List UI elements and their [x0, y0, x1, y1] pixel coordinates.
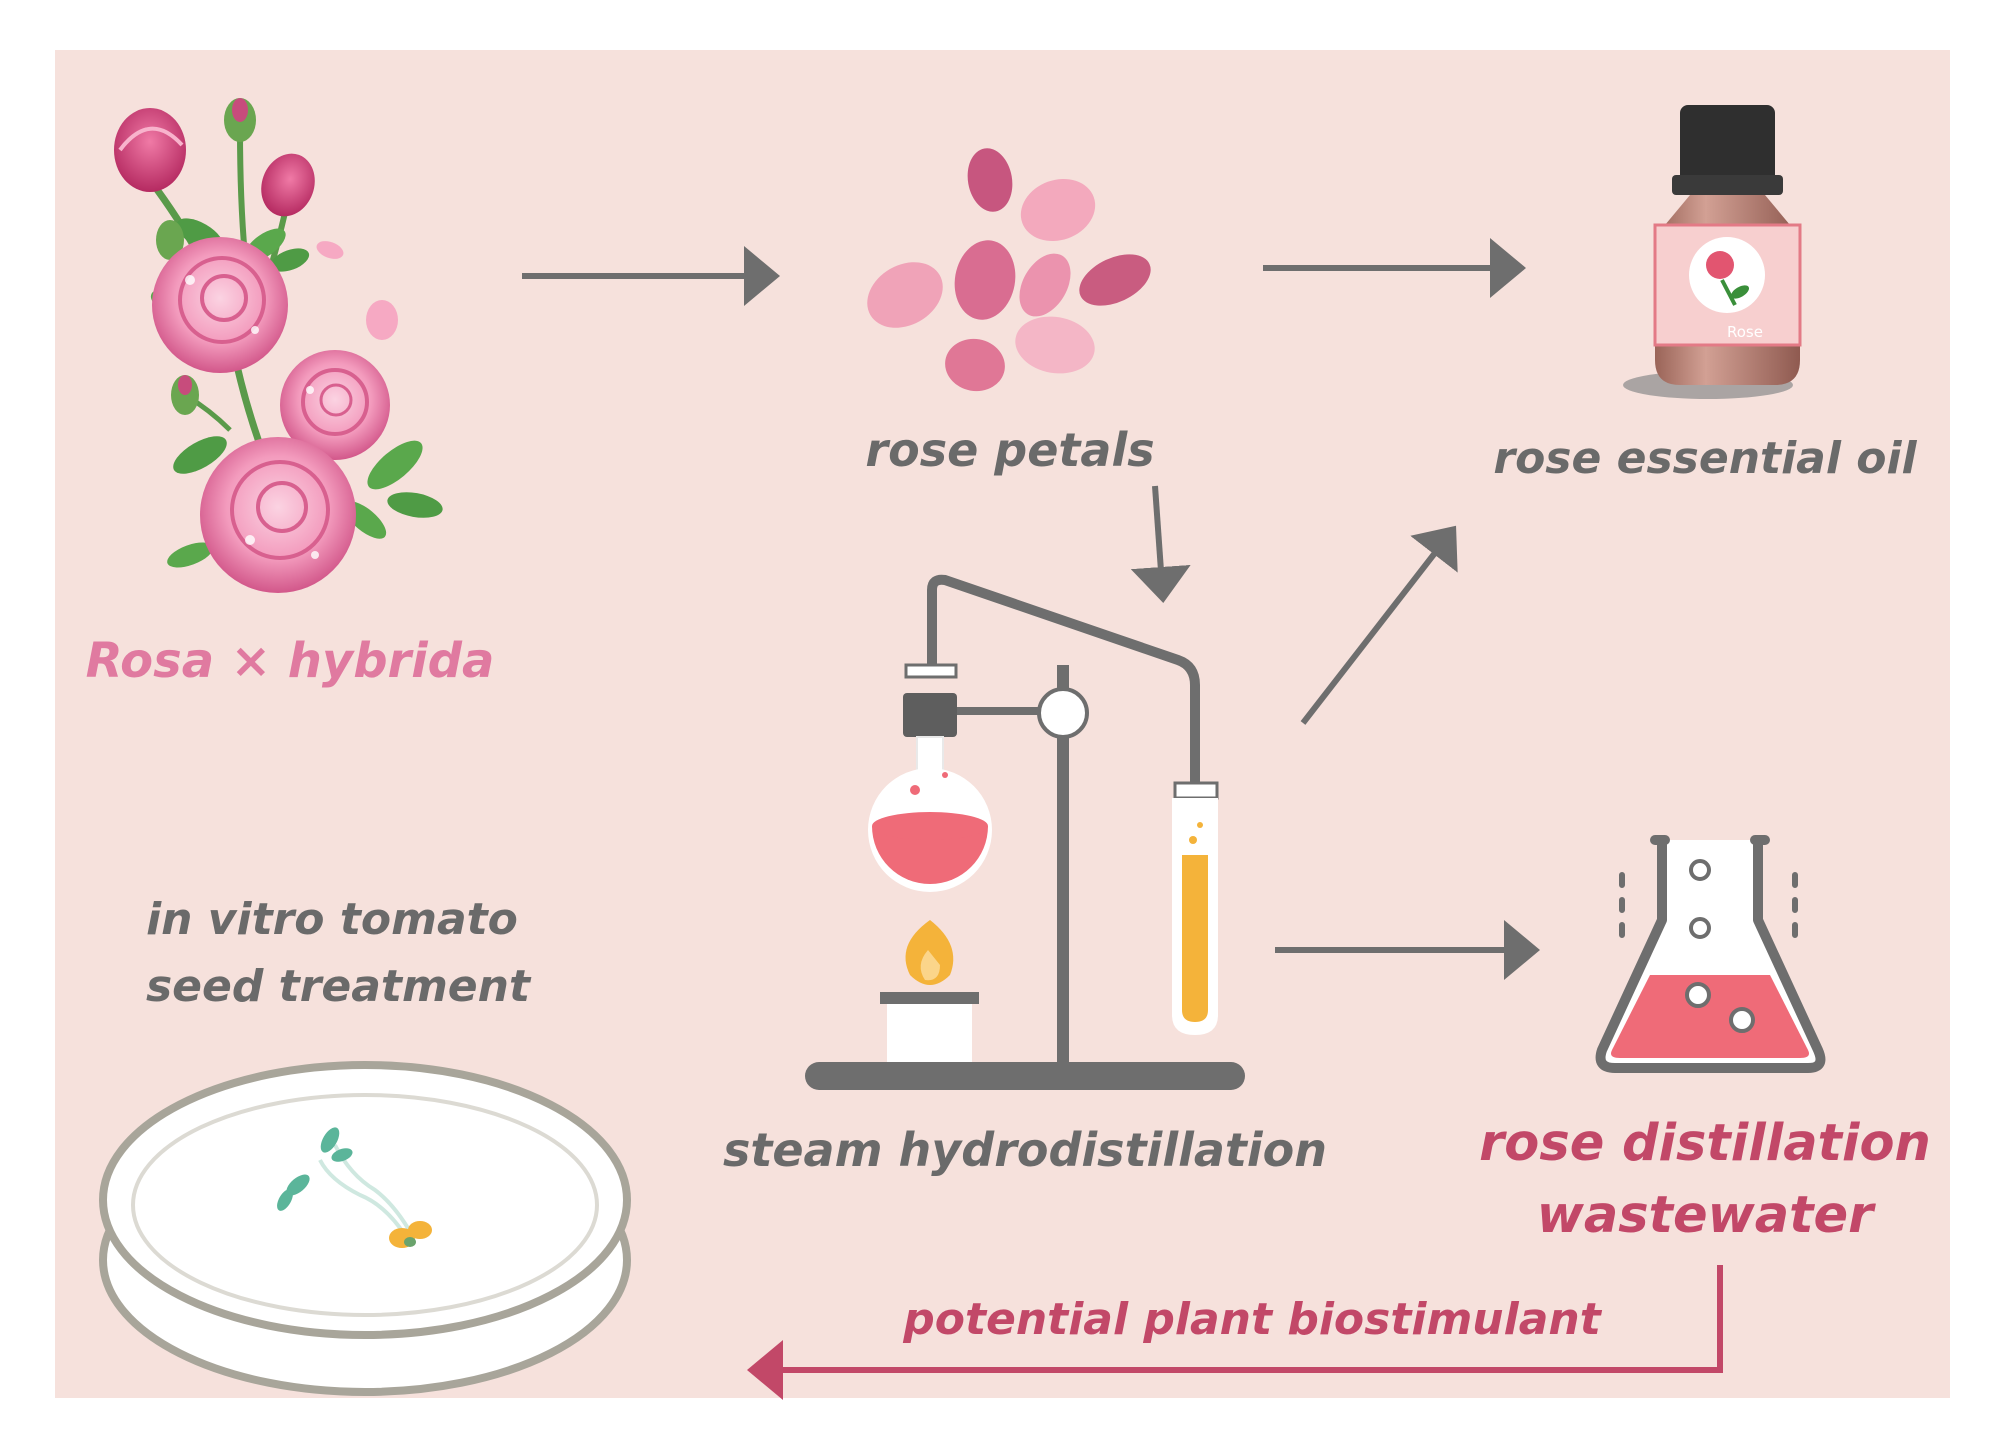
arrow-distillation-to-oil [1300, 525, 1458, 725]
rosa-hybrida-label: Rosa × hybrida [85, 633, 495, 689]
steam-hydrodistillation-label: steam hydrodistillation [722, 1123, 1328, 1177]
seed-treatment-label-line2: seed treatment [145, 961, 531, 1012]
arrow-petals-to-distillation [1130, 485, 1191, 603]
arrow-wastewater-to-seed [747, 1265, 1723, 1400]
rose-bouquet-icon [114, 98, 443, 593]
distillation-apparatus-icon [805, 574, 1245, 1090]
rose-petals-label: rose petals [865, 423, 1155, 477]
seed-treatment-label-line1: in vitro tomato [146, 894, 518, 945]
wastewater-label-line1: rose distillation [1479, 1114, 1931, 1173]
essential-oil-bottle-icon: Rose [1623, 105, 1802, 399]
biostimulant-label: potential plant biostimulant [903, 1294, 1601, 1345]
petri-dish-icon [99, 1061, 631, 1396]
bottle-label-text: Rose [1727, 323, 1763, 341]
rose-petals-icon [867, 148, 1151, 392]
rose-essential-oil-label: rose essential oil [1493, 433, 1917, 484]
wastewater-flask-icon [1595, 835, 1826, 1073]
wastewater-label-line2: wastewater [1536, 1186, 1874, 1245]
